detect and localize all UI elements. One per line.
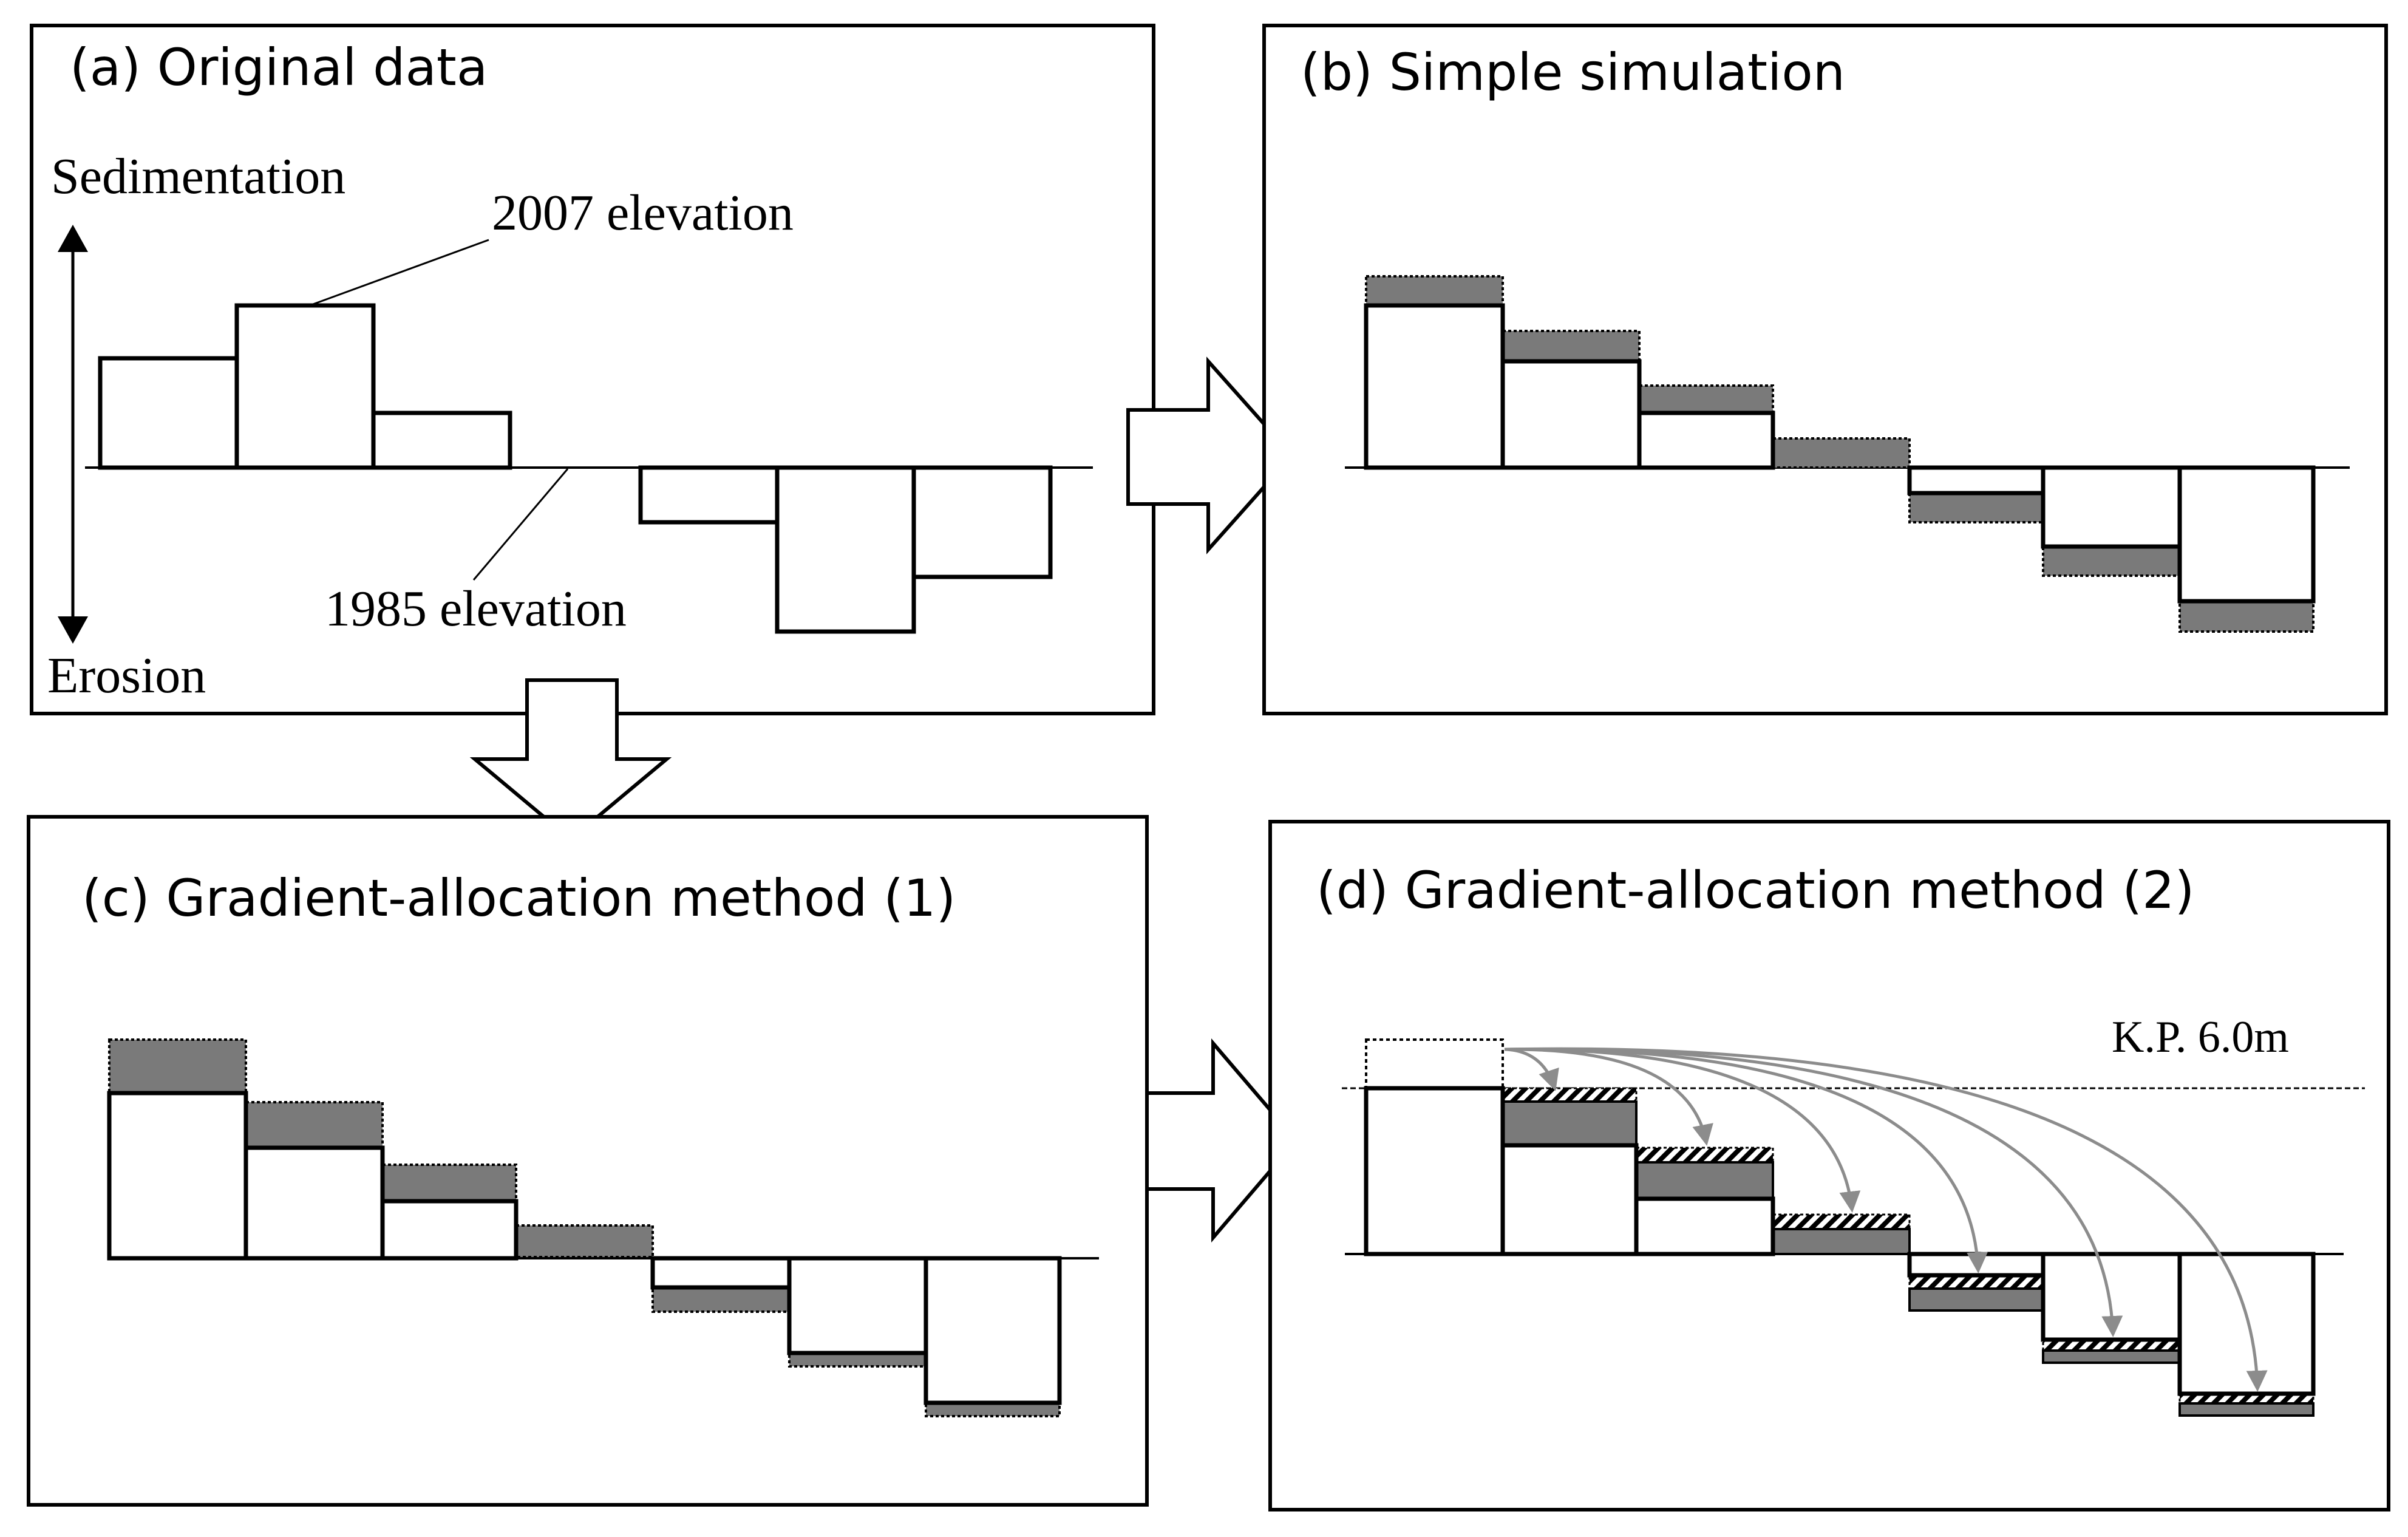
redistribution-arrows [1504, 1047, 2268, 1392]
axis-arrowhead-up [58, 225, 88, 252]
shaded-layer [245, 1101, 384, 1149]
bar [2177, 465, 2316, 604]
shaded-layer [1772, 437, 1911, 469]
bar [1500, 1143, 1639, 1256]
bar [775, 465, 916, 634]
kp-level-label: K.P. 6.0m [2112, 1012, 2289, 1062]
bar [2041, 465, 2182, 549]
hatched-layer [1502, 1087, 1638, 1103]
erosion-label: Erosion [47, 647, 206, 704]
bar [923, 1256, 1062, 1405]
panel-c-title: (c) Gradient-allocation method (1) [82, 868, 956, 928]
shaded-layer [1908, 492, 2044, 523]
elevation-2007-label: 2007 elevation [492, 185, 794, 241]
bar [1364, 1086, 1505, 1256]
bar [1907, 465, 2046, 496]
bar [371, 411, 512, 470]
excess-box [1365, 1038, 1504, 1089]
panel-c: (c) Gradient-allocation method (1) [27, 815, 1149, 1507]
bar [2177, 1252, 2316, 1396]
panel-b: (b) Simple simulation [1262, 24, 2388, 715]
sedimentation-label: Sedimentation [51, 148, 345, 205]
bar [638, 465, 780, 525]
bar [107, 1091, 248, 1261]
shaded-layer [1908, 1287, 2044, 1312]
shaded-layer [2178, 1402, 2314, 1417]
shaded-layer [2042, 545, 2181, 577]
shaded-layer [1772, 1228, 1911, 1255]
panel-d: (d) Gradient-allocation method (2) K.P. … [1268, 820, 2390, 1511]
shaded-layer [1502, 1100, 1638, 1147]
block-arrow-right-ab [1126, 356, 1295, 554]
bar [1637, 411, 1775, 470]
bar [243, 1145, 385, 1261]
bar [98, 356, 239, 470]
bar [1364, 303, 1505, 470]
bar [787, 1256, 928, 1355]
curved-arrow [1504, 1047, 2268, 1392]
block-arrow-down-ac [469, 678, 672, 842]
panel-d-title: (d) Gradient-allocation method (2) [1316, 861, 2194, 920]
panel-a: (a) Original data Sedimentation Erosion … [30, 24, 1155, 715]
panel-b-title: (b) Simple simulation [1301, 43, 1845, 102]
shaded-layer [651, 1286, 791, 1313]
shaded-layer [2178, 600, 2314, 633]
shaded-layer [1365, 275, 1504, 307]
bar [1634, 1196, 1775, 1256]
curved-arrow [1504, 1047, 2123, 1337]
axis-arrowhead-down [58, 616, 88, 644]
bar [911, 465, 1053, 579]
hatched-layer [1635, 1147, 1774, 1164]
shaded-layer [2042, 1349, 2181, 1364]
bar [650, 1256, 792, 1290]
hatched-layer [1772, 1213, 1911, 1230]
shaded-layer [1635, 1161, 1774, 1200]
leader-2007 [309, 239, 489, 307]
bar [1500, 359, 1642, 470]
elevation-1985-label: 1985 elevation [325, 581, 627, 637]
bar [234, 303, 376, 470]
shaded-layer [515, 1224, 654, 1258]
bar [380, 1199, 519, 1261]
leader-1985 [472, 468, 569, 581]
shaded-layer [1502, 330, 1641, 363]
shaded-layer [1638, 384, 1774, 414]
panel-a-title: (a) Original data [70, 38, 488, 97]
curved-arrow [1504, 1048, 1988, 1273]
shaded-layer [108, 1038, 247, 1094]
shaded-layer [381, 1164, 517, 1202]
